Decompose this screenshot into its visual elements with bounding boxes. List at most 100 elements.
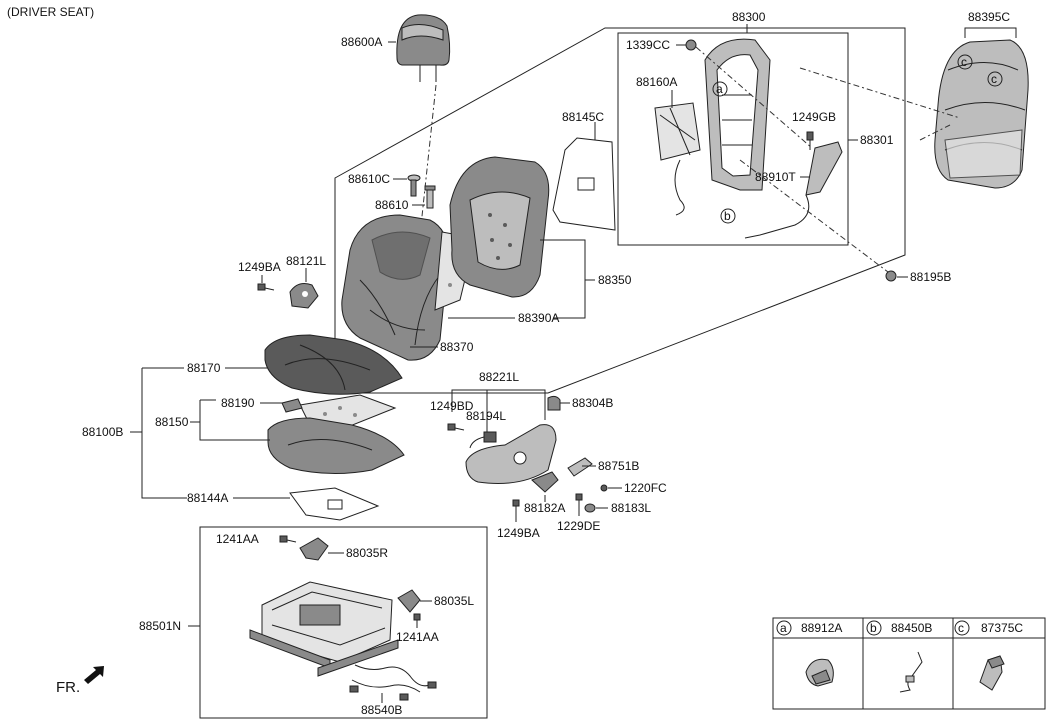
bracket-88035L[interactable] xyxy=(397,589,421,613)
label-88121L: 88121L xyxy=(286,254,326,268)
label-88301: 88301 xyxy=(860,133,894,147)
label-88150: 88150 xyxy=(155,415,189,429)
svg-text:b: b xyxy=(870,621,877,635)
seatback-foam-part[interactable] xyxy=(449,156,550,298)
legend-part-88450B: 88450B xyxy=(891,621,932,635)
seat-track-box xyxy=(199,526,488,719)
label-88395C: 88395C xyxy=(968,10,1010,24)
seatback-frame-part[interactable] xyxy=(704,38,771,191)
label-88195B: 88195B xyxy=(910,270,951,284)
callout-a-frame: a xyxy=(712,81,728,97)
legend-part-88912A: 88912A xyxy=(801,621,842,635)
svg-text:b: b xyxy=(724,209,731,223)
knob-88304B[interactable] xyxy=(547,395,561,411)
callout-c-cover-right: c xyxy=(987,71,1003,87)
cap-88183L[interactable] xyxy=(584,503,596,513)
bolt-1241AA-top[interactable] xyxy=(279,535,297,543)
lever-88751B[interactable] xyxy=(567,457,593,477)
headrest-part[interactable] xyxy=(396,14,451,82)
label-88370: 88370 xyxy=(440,340,474,354)
label-88304B: 88304B xyxy=(572,396,613,410)
label-1249GB: 1249GB xyxy=(792,110,836,124)
label-1249BA-bottom: 1249BA xyxy=(497,526,540,540)
frame-subassembly-box xyxy=(617,32,849,246)
recliner-cover-part[interactable] xyxy=(289,283,319,309)
label-88751B: 88751B xyxy=(598,459,639,473)
seatback-pad-sheet[interactable] xyxy=(552,137,616,231)
seatback-trim-cover[interactable] xyxy=(934,39,1029,189)
label-88160A: 88160A xyxy=(636,75,677,89)
cushion-pad-strip[interactable] xyxy=(281,398,303,413)
label-88910T: 88910T xyxy=(755,170,796,184)
label-88183L: 88183L xyxy=(611,501,651,515)
label-88350: 88350 xyxy=(598,273,632,287)
callout-c-cover-left: c xyxy=(957,54,973,70)
seatback-cover-part[interactable] xyxy=(341,214,449,361)
bolt-88195B[interactable] xyxy=(885,270,897,282)
cushion-cover-part[interactable] xyxy=(264,334,403,395)
svg-text:c: c xyxy=(991,72,997,86)
svg-text:c: c xyxy=(961,55,967,69)
legend-item-a: a 88912A xyxy=(776,620,842,687)
nut-1339CC[interactable] xyxy=(685,39,697,51)
label-1249BD: 1249BD xyxy=(430,399,474,413)
label-1241AA-top: 1241AA xyxy=(216,532,259,546)
bolt-1249GB[interactable] xyxy=(806,131,814,150)
diagram-title: (DRIVER SEAT) xyxy=(7,5,94,19)
legend-item-c: c 87375C xyxy=(954,620,1023,691)
label-88170: 88170 xyxy=(187,361,221,375)
headrest-guide-line xyxy=(419,84,437,236)
headrest-guide-cap[interactable] xyxy=(407,174,421,197)
cushion-foam-part[interactable] xyxy=(267,417,405,475)
label-88501N: 88501N xyxy=(139,619,181,633)
label-88540B: 88540B xyxy=(361,703,402,717)
front-direction-arrow-icon xyxy=(84,666,104,684)
wiring-harness-88540B[interactable] xyxy=(349,664,437,701)
bolt-1249BA-top[interactable] xyxy=(257,283,275,291)
cushion-bottom-pad[interactable] xyxy=(289,487,380,521)
svg-text:c: c xyxy=(958,621,964,635)
label-88610: 88610 xyxy=(375,198,409,212)
label-88610C: 88610C xyxy=(348,172,390,186)
headrest-guide[interactable] xyxy=(424,185,436,209)
bracket-88035R[interactable] xyxy=(299,537,329,561)
label-88600A: 88600A xyxy=(341,35,382,49)
legend-table xyxy=(772,617,1046,710)
bolt-1241AA-bottom[interactable] xyxy=(413,613,421,628)
legend-part-87375C: 87375C xyxy=(981,621,1023,635)
switch-connector-88194L[interactable] xyxy=(469,431,497,449)
label-1229DE: 1229DE xyxy=(557,519,600,533)
screw-1220FC[interactable] xyxy=(600,484,608,492)
label-88194L: 88194L xyxy=(466,409,506,423)
clip-87375C-part xyxy=(979,655,1005,691)
clip-88912A-part xyxy=(805,658,834,687)
label-88390A: 88390A xyxy=(518,311,559,325)
callout-b-frame: b xyxy=(720,208,736,224)
side-shield-part[interactable] xyxy=(465,424,557,484)
label-88035L: 88035L xyxy=(434,594,474,608)
label-88190: 88190 xyxy=(221,396,255,410)
label-88144A: 88144A xyxy=(187,491,228,505)
label-88035R: 88035R xyxy=(346,546,388,560)
bolt-1249BD[interactable] xyxy=(447,423,465,431)
svg-text:a: a xyxy=(716,82,723,96)
wire-clip-88450B-part xyxy=(899,651,923,693)
side-airbag-module[interactable] xyxy=(744,141,843,239)
lever-88182A[interactable] xyxy=(531,471,559,493)
lumbar-support-part[interactable] xyxy=(654,102,701,216)
front-direction-label: FR. xyxy=(56,679,80,696)
label-88182A: 88182A xyxy=(524,501,565,515)
legend-item-b: b 88450B xyxy=(866,620,932,693)
label-1249BA-top: 1249BA xyxy=(238,260,281,274)
bolt-1249BA-bottom[interactable] xyxy=(512,499,520,522)
label-1339CC: 1339CC xyxy=(626,38,670,52)
label-1241AA-bottom: 1241AA xyxy=(396,630,439,644)
label-88221L: 88221L xyxy=(479,370,519,384)
label-88100B: 88100B xyxy=(82,425,123,439)
label-88145C: 88145C xyxy=(562,110,604,124)
label-88300: 88300 xyxy=(732,10,766,24)
svg-text:a: a xyxy=(780,621,787,635)
seat-track-frame[interactable] xyxy=(249,581,399,677)
screw-1229DE[interactable] xyxy=(575,493,583,516)
